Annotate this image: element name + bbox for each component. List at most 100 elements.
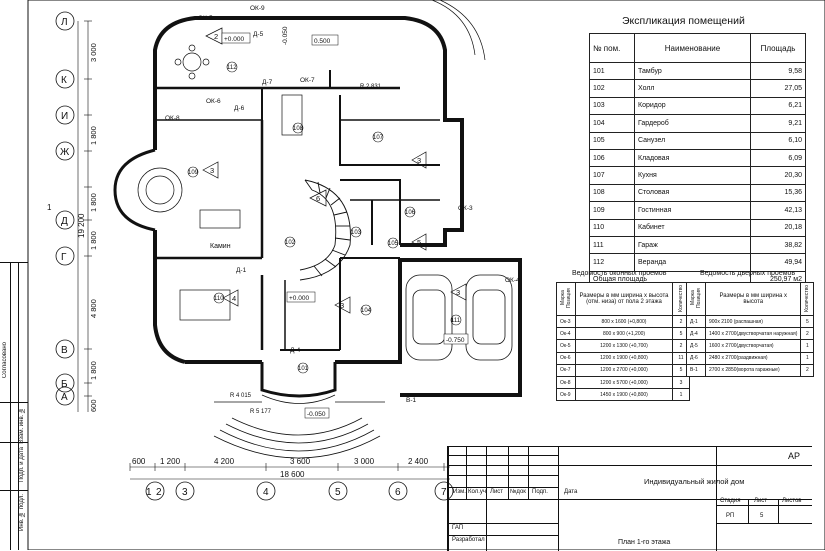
room-number: 105 [388, 241, 399, 247]
room-number: 101 [298, 366, 309, 372]
room-markers: 101 102 103 104 105 106 107 108 109 110 … [187, 61, 462, 374]
dim-label: 1 800 [89, 193, 98, 212]
axis-letter: Ж [60, 147, 70, 158]
window-mark: ОК-5 [198, 15, 213, 22]
col-header: Размеры в мм ширина х высота [704, 282, 802, 316]
stamp-col: Кол.уч [468, 489, 486, 495]
level-mark: -0.050 [282, 26, 289, 45]
window-mark: ОК-3 [458, 205, 473, 212]
triangle-mark: 2 [214, 32, 218, 41]
axis-letter: Б [61, 379, 68, 390]
dim-label: 1 800 [89, 361, 98, 380]
stamp-gap: ГАП [452, 525, 464, 531]
stamp-stage-value: РП [726, 513, 735, 519]
stamp-code: АР [788, 451, 801, 461]
dim-label: 19 200 [77, 213, 86, 238]
triangle-mark: 3 [210, 166, 214, 175]
level-mark: -0.750 [446, 337, 465, 344]
dim-label: 3 600 [290, 457, 311, 466]
room-number: 106 [405, 210, 416, 216]
col-header: № пом. [589, 33, 635, 63]
radius-label: R 4 015 [230, 393, 252, 399]
stamp-sheet-value: 5 [760, 513, 764, 519]
dim-label: 2 400 [408, 457, 429, 466]
dim-label: 600 [132, 457, 146, 466]
stamp-col: Изм. [453, 489, 466, 495]
strip-label: Подп. и дата [19, 447, 25, 483]
axis-letter: Л [61, 17, 68, 28]
stamp-stage-label: Стадия [720, 498, 741, 504]
triangle-mark: 5 [417, 238, 421, 247]
canopy-arcs [431, 0, 486, 61]
dim-label: 3 000 [354, 457, 375, 466]
spiral-stair [299, 179, 351, 281]
opening-marks: ОК-5 ОК-6 ОК-7 ОК-8 ОК-9 ОК-3 ОК-4 Д-1 Д… [165, 5, 520, 404]
stamp-sheet-title: План 1-го этажа [618, 539, 671, 546]
dimension-labels-bottom: 600 1 200 4 200 3 600 3 000 2 400 18 600 [132, 457, 429, 479]
axis-letter: А [61, 392, 68, 403]
door-mark: Д-7 [262, 79, 273, 86]
windows-table: Марка Позиция Размеры в мм ширина х высо… [556, 282, 690, 402]
misc-labels: Камин R 2 831 R 4 015 R 5 177 [210, 84, 382, 415]
level-mark: 0.500 [314, 38, 331, 45]
level-mark: -0.050 [307, 411, 326, 418]
title-block: АР Индивидуальный жилой дом Изм. Кол.уч … [447, 446, 812, 551]
dim-label: 3 000 [89, 43, 98, 62]
col-header: Марка Позиция [560, 288, 572, 308]
dimension-chain-bottom [129, 463, 450, 480]
col-header: Количество [804, 284, 811, 312]
triangle-mark: 3 [417, 156, 421, 165]
doors-table-title: Ведомость дверных проемов [700, 270, 796, 277]
rooms-table-title: Экспликация помещений [622, 15, 745, 27]
grid-axes-numbers: 1 2 3 4 5 6 7 [145, 481, 454, 501]
dim-label: 1 200 [160, 457, 181, 466]
axis-number: 2 [156, 487, 162, 498]
room-number: 104 [361, 308, 372, 314]
room-number: 102 [285, 240, 296, 246]
dim-label: 600 [89, 399, 98, 412]
axis-number: 1 [146, 487, 152, 498]
strip-label: Взам. инв. № [19, 407, 25, 444]
window-mark: ОК-8 [165, 115, 180, 122]
triangle-mark: 3 [456, 288, 460, 297]
window-mark: ОК-9 [250, 5, 265, 12]
col-header: Наименование [634, 33, 751, 63]
stamp-project: Индивидуальный жилой дом [644, 477, 745, 486]
room-number: 109 [188, 170, 199, 176]
axis-number: 4 [263, 487, 269, 498]
window-mark: ОК-6 [206, 98, 221, 105]
axis-number: 3 [182, 487, 188, 498]
strip-label: Инв. № подл. [19, 494, 25, 531]
dimension-labels-left: 3 000 1 800 1 800 1 800 4 800 1 800 600 … [47, 43, 98, 412]
stamp-col: Лист [490, 489, 504, 495]
doors-table: Марка Позиция Размеры в мм ширина х высо… [686, 282, 815, 377]
door-mark: Д-4 [290, 347, 301, 354]
col-header: Марка Позиция [690, 288, 702, 308]
col-header: Размеры в мм ширина х высота (отм. низа)… [575, 282, 673, 316]
veranda-furniture [137, 44, 303, 321]
level-mark: +0.000 [289, 295, 309, 302]
door-mark: Д-6 [234, 105, 245, 112]
stamp-col: Дата [564, 489, 578, 495]
col-header: Площадь [750, 33, 806, 63]
window-mark: ОК-7 [300, 77, 315, 84]
stamp-col: №док [510, 489, 526, 495]
door-mark: В-1 [406, 397, 417, 404]
room-number: 110 [214, 296, 224, 302]
approval-strip: Согласовано Взам. инв. № Подп. и дата Ин… [0, 262, 28, 550]
grid-axes-letters: Л К И Ж Д Г В Б А [55, 11, 75, 406]
